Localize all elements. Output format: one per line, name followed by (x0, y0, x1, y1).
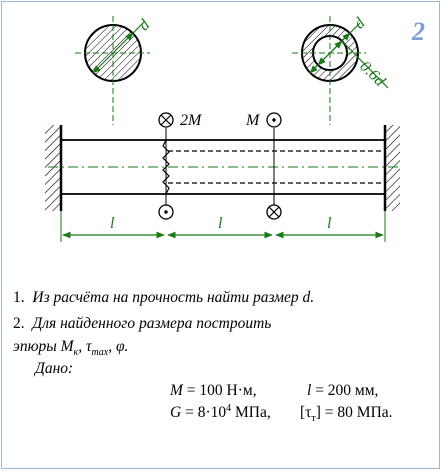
given-row-2: G = 8·104 МПа, (170, 403, 271, 422)
label-l-3: l (327, 215, 332, 232)
label-l-1: l (110, 215, 115, 232)
right-wall (383, 125, 400, 211)
moment-M-top-dot (266, 112, 282, 128)
hollow-section (292, 16, 389, 125)
epure-sub-max: max (91, 347, 109, 359)
given-tau-value: ] = 80 МПа. (315, 404, 393, 421)
given-g-symbol: G (170, 404, 182, 421)
left-wall (45, 125, 63, 211)
given-tau-symbol: [τ (300, 404, 312, 421)
task-2-line2: эпюры Mк, τmax, φ. (13, 337, 129, 359)
given-row-1b: l = 200 мм, (307, 381, 378, 400)
problem-number: 2 (411, 17, 425, 46)
given-row-2b: [τт] = 80 МПа. (300, 403, 393, 425)
solid-section (75, 16, 150, 125)
epure-prefix: эпюры M (13, 338, 74, 355)
given-m-symbol: M (170, 382, 183, 399)
shaft (48, 128, 398, 205)
given-l-value: = 200 мм, (311, 382, 379, 399)
label-M: M (245, 112, 261, 129)
task-1: 1. Из расчёта на прочность найти размер … (13, 288, 314, 307)
dimension-lines (60, 211, 386, 242)
task-1-number: 1. (13, 289, 25, 306)
epure-sub-k: к (73, 347, 79, 359)
given-g-exponent: 4 (226, 402, 232, 414)
given-g-value: = 8·10 (181, 404, 227, 421)
given-tau-sub: т (311, 413, 316, 425)
label-d-solid: d (136, 16, 154, 34)
task-2-number: 2. (13, 315, 25, 332)
moment-M-bottom-cross (266, 204, 282, 220)
given-l-symbol: l (307, 382, 312, 399)
label-2M: 2M (180, 112, 203, 129)
epure-tau: , τ (78, 338, 92, 355)
given-g-unit: МПа, (231, 404, 271, 421)
moment-2M-top-cross (158, 112, 174, 128)
given-m-value: = 100 Н·м, (182, 382, 257, 399)
task-2-text: Для найденного размера построить (32, 315, 272, 332)
label-inner-d: 0.6d (356, 58, 389, 91)
moment-2M-bottom-dot (158, 204, 174, 220)
given-heading: Дано: (35, 360, 74, 377)
given-row-1: M = 100 Н·м, (170, 381, 257, 400)
label-l-2: l (218, 215, 223, 232)
task-1-text: Из расчёта на прочность найти размер d. (32, 289, 315, 306)
epure-phi: , φ. (108, 338, 129, 355)
task-2: 2. Для найденного размера построить (13, 314, 271, 333)
